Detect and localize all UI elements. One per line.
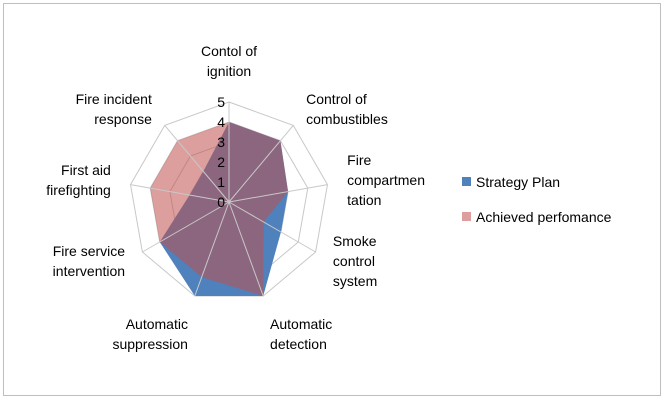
category-label-0: Contol of ignition	[201, 43, 257, 79]
category-label-line: combustibles	[306, 111, 388, 127]
category-label-line: Fire	[347, 152, 371, 168]
category-label-line: Automatic	[270, 316, 332, 332]
spoke-3	[228, 201, 316, 253]
category-label-line: Control of	[306, 91, 367, 107]
tick-label-2: 2	[217, 154, 225, 170]
category-label-line: Smoke	[333, 233, 377, 249]
category-label-line: Automatic	[126, 316, 188, 332]
category-label-line: response	[94, 111, 152, 127]
series-area-1	[150, 122, 289, 296]
category-label-line: detection	[270, 336, 327, 352]
legend-label-0: Strategy Plan	[476, 174, 560, 190]
legend-swatch-0	[462, 177, 471, 186]
radar-series	[150, 122, 289, 296]
spoke-4	[228, 201, 264, 297]
category-label-7: First aid firefighting	[46, 162, 111, 198]
spoke-1	[228, 125, 294, 203]
tick-label-3: 3	[217, 134, 225, 150]
category-label-3: Smoke control system	[333, 233, 377, 289]
category-label-6: Fire service intervention	[53, 243, 126, 279]
legend-swatch-1	[462, 212, 471, 221]
spoke-6	[142, 201, 230, 253]
category-label-5: Automatic suppression	[112, 316, 188, 352]
spoke-2	[228, 184, 328, 203]
spoke-5	[194, 201, 230, 297]
category-label-line: ignition	[207, 63, 251, 79]
tick-label-0: 0	[217, 194, 225, 210]
spoke-8	[164, 125, 230, 203]
category-label-line: First aid	[61, 162, 111, 178]
spoke-7	[130, 184, 230, 203]
category-label-2: Fire compartmen tation	[347, 152, 425, 208]
category-label-line: tation	[347, 192, 381, 208]
category-label-line: intervention	[53, 263, 125, 279]
category-label-line: Fire incident	[76, 91, 152, 107]
chart-frame	[3, 3, 661, 396]
category-label-8: Fire incident response	[76, 91, 152, 127]
category-label-line: control	[333, 253, 375, 269]
category-label-line: suppression	[112, 336, 188, 352]
category-label-1: Control of combustibles	[306, 91, 388, 127]
radar-tick-labels: 0 1 2 3 4 5	[217, 94, 225, 210]
category-label-line: Contol of	[201, 43, 257, 59]
category-label-4: Automatic detection	[270, 316, 332, 352]
tick-label-5: 5	[217, 94, 225, 110]
category-label-line: Fire service	[53, 243, 126, 259]
category-label-line: system	[333, 273, 377, 289]
tick-label-4: 4	[217, 114, 225, 130]
category-label-line: compartmen	[347, 172, 425, 188]
legend-label-1: Achieved perfomance	[476, 209, 612, 225]
tick-label-1: 1	[217, 174, 225, 190]
category-label-line: firefighting	[46, 182, 111, 198]
radar-spokes	[130, 102, 328, 297]
